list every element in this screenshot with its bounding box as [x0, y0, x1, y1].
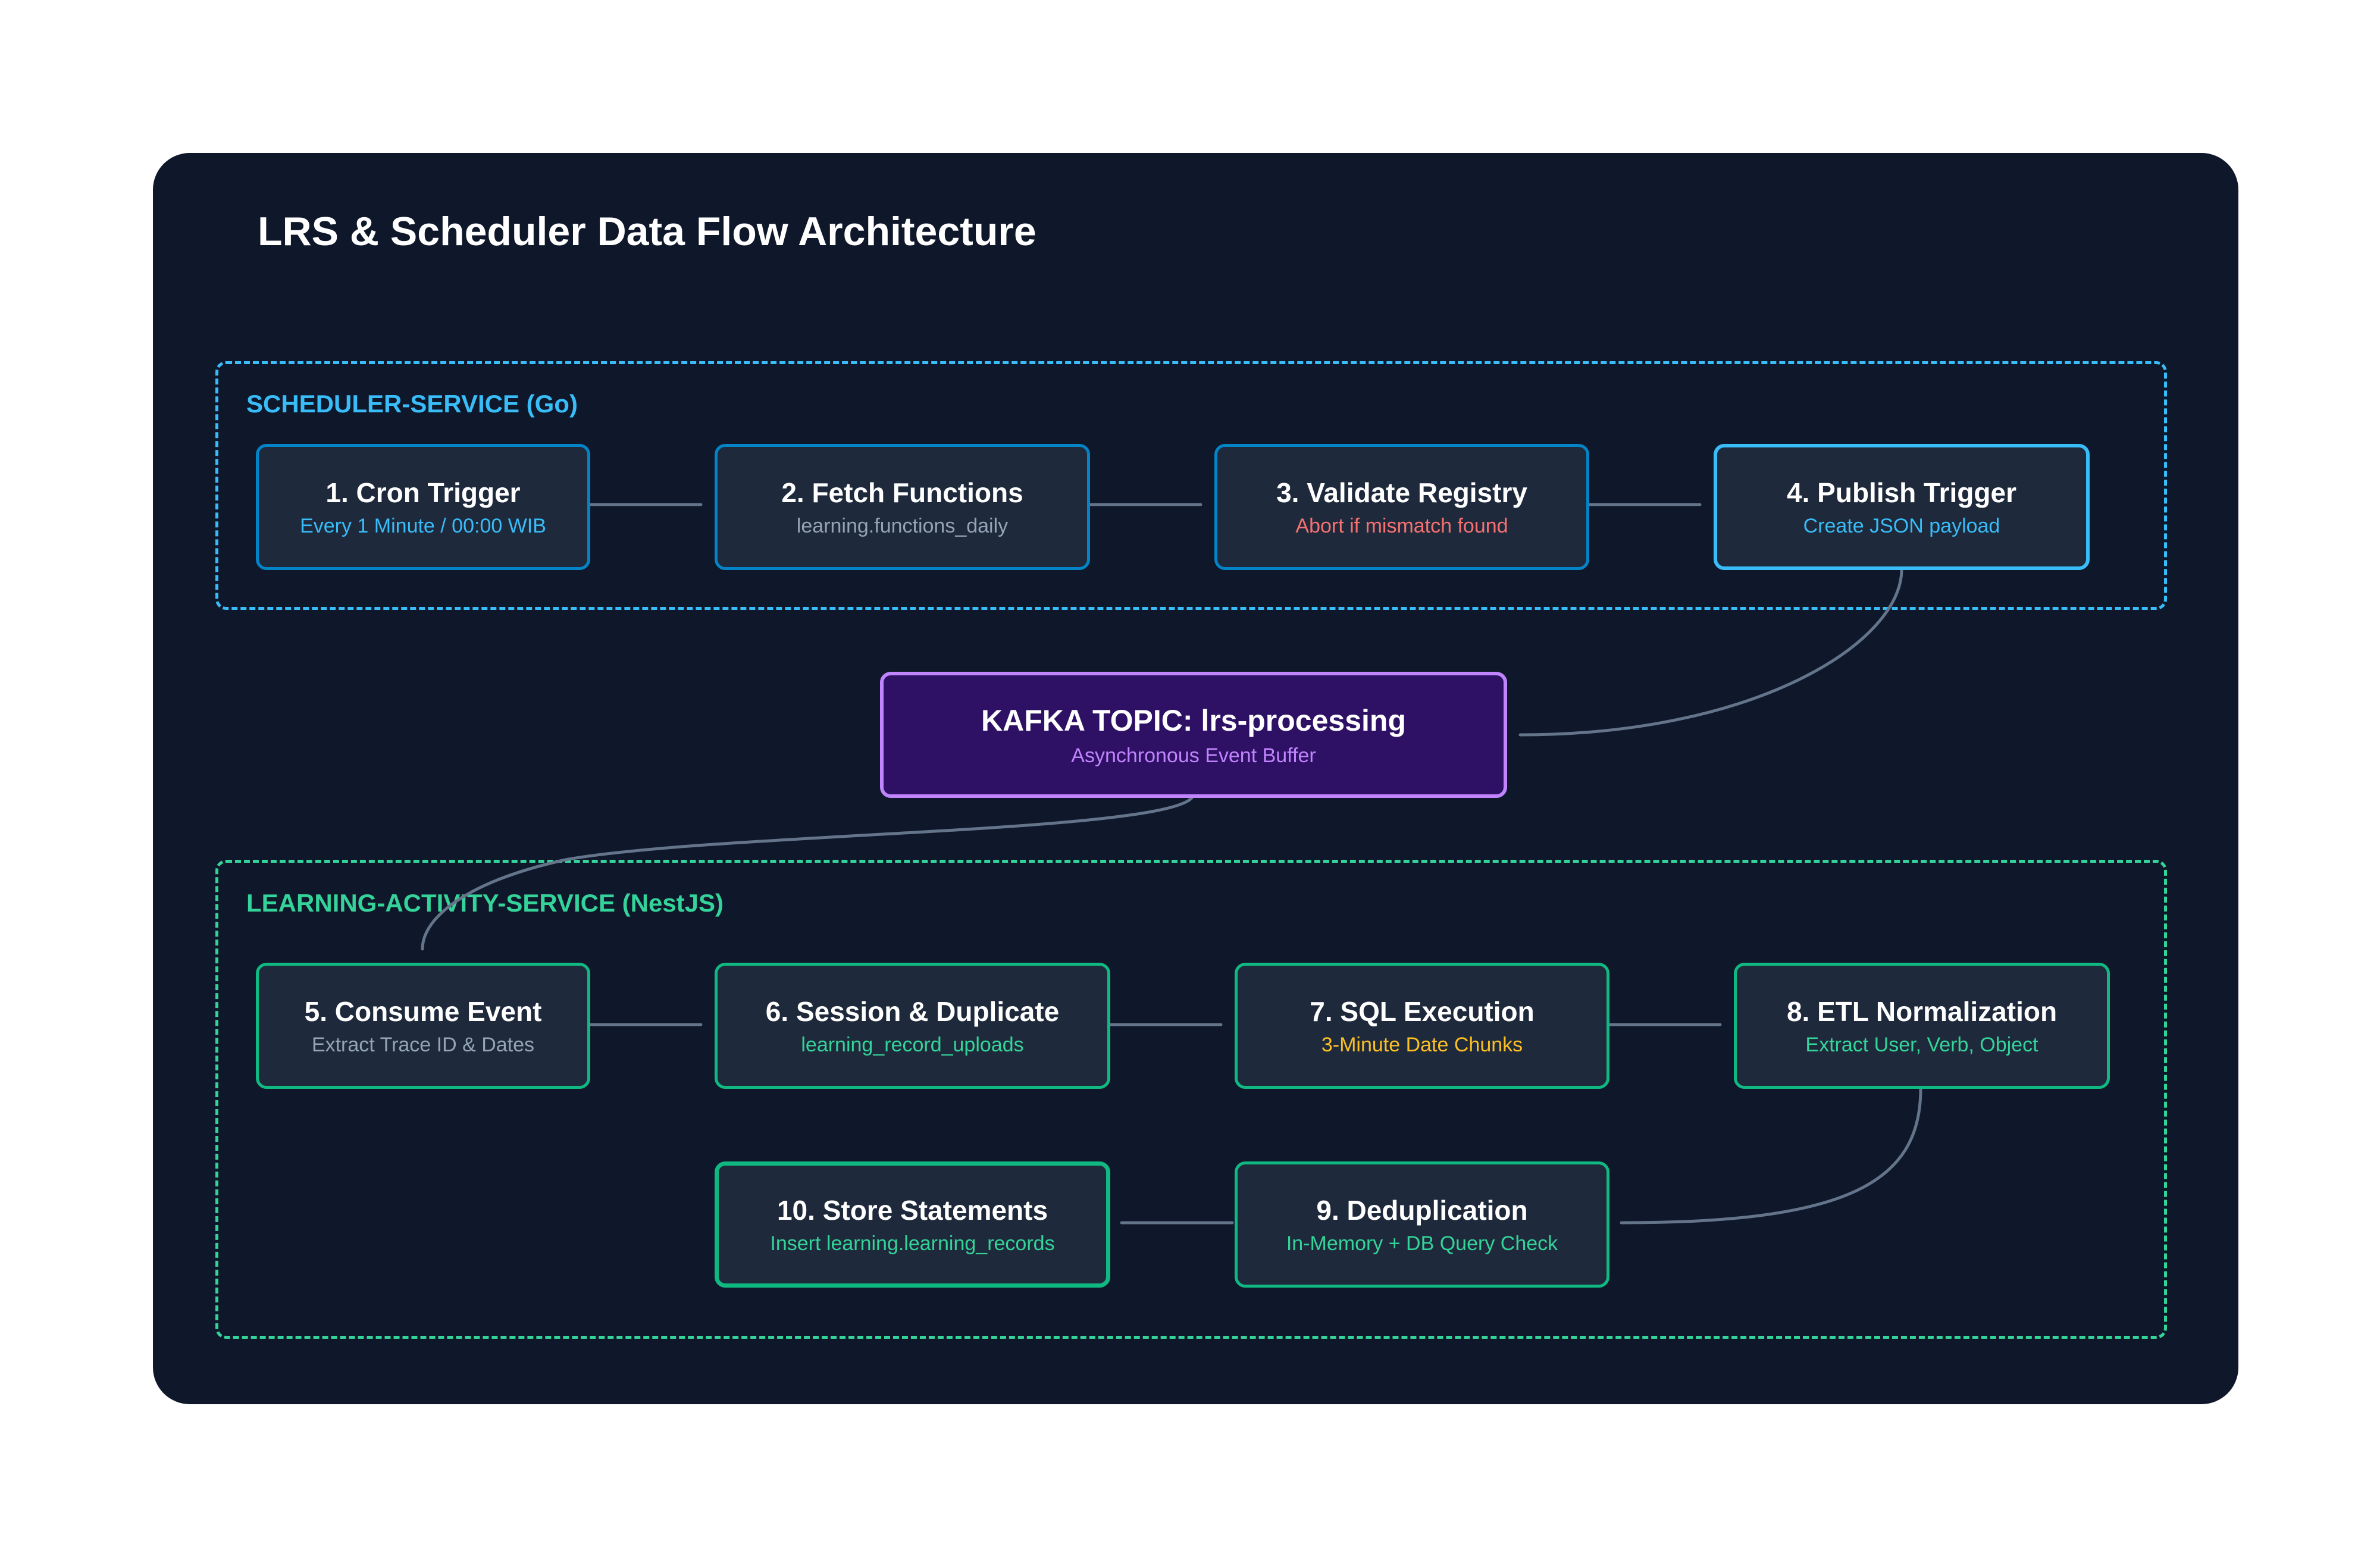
- connector-8-9: [1620, 1087, 1922, 1225]
- node-kafka-topic[interactable]: KAFKA TOPIC: lrs-processing Asynchronous…: [880, 672, 1507, 798]
- connector-4-kafka: [1518, 568, 1903, 737]
- learning-activity-service-label: LEARNING-ACTIVITY-SERVICE (NestJS): [246, 889, 724, 917]
- node-title: 2. Fetch Functions: [781, 477, 1023, 508]
- node-subtitle: Abort if mismatch found: [1295, 515, 1508, 538]
- node-title: 4. Publish Trigger: [1787, 477, 2016, 508]
- node-sql-execution[interactable]: 7. SQL Execution 3-Minute Date Chunks: [1235, 963, 1609, 1089]
- node-title: 10. Store Statements: [776, 1194, 1048, 1226]
- node-publish-trigger[interactable]: 4. Publish Trigger Create JSON payload: [1714, 444, 2090, 570]
- diagram-title: LRS & Scheduler Data Flow Architecture: [258, 209, 1036, 254]
- node-subtitle: learning.functions_daily: [796, 515, 1009, 538]
- node-subtitle: Extract User, Verb, Object: [1805, 1034, 2038, 1057]
- node-cron-trigger[interactable]: 1. Cron Trigger Every 1 Minute / 00:00 W…: [256, 444, 590, 570]
- node-subtitle: Every 1 Minute / 00:00 WIB: [300, 515, 546, 538]
- learning-activity-service-group: [215, 860, 2167, 1339]
- node-subtitle: Extract Trace ID & Dates: [311, 1034, 535, 1057]
- node-title: KAFKA TOPIC: lrs-processing: [981, 704, 1406, 738]
- node-subtitle: In-Memory + DB Query Check: [1286, 1232, 1558, 1255]
- node-subtitle: learning_record_uploads: [801, 1034, 1024, 1057]
- node-title: 9. Deduplication: [1316, 1194, 1528, 1226]
- node-title: 7. SQL Execution: [1310, 995, 1535, 1027]
- node-subtitle: Asynchronous Event Buffer: [1071, 744, 1316, 767]
- node-title: 5. Consume Event: [304, 995, 542, 1027]
- node-subtitle: 3-Minute Date Chunks: [1321, 1034, 1523, 1057]
- node-fetch-functions[interactable]: 2. Fetch Functions learning.functions_da…: [715, 444, 1090, 570]
- node-subtitle: Insert learning.learning_records: [770, 1232, 1055, 1255]
- connector-kafka-5: [421, 796, 1194, 951]
- scheduler-service-group: [215, 361, 2167, 610]
- node-etl-normalization[interactable]: 8. ETL Normalization Extract User, Verb,…: [1734, 963, 2110, 1089]
- node-subtitle: Create JSON payload: [1803, 515, 2000, 538]
- node-session-duplicate[interactable]: 6. Session & Duplicate learning_record_u…: [715, 963, 1110, 1089]
- scheduler-service-label: SCHEDULER-SERVICE (Go): [246, 390, 578, 418]
- node-deduplication[interactable]: 9. Deduplication In-Memory + DB Query Ch…: [1235, 1161, 1609, 1288]
- node-validate-registry[interactable]: 3. Validate Registry Abort if mismatch f…: [1214, 444, 1589, 570]
- node-title: 8. ETL Normalization: [1786, 995, 2058, 1027]
- node-title: 1. Cron Trigger: [325, 477, 521, 508]
- node-title: 3. Validate Registry: [1276, 477, 1527, 508]
- node-store-statements[interactable]: 10. Store Statements Insert learning.lea…: [715, 1161, 1110, 1288]
- node-title: 6. Session & Duplicate: [765, 995, 1060, 1027]
- node-consume-event[interactable]: 5. Consume Event Extract Trace ID & Date…: [256, 963, 590, 1089]
